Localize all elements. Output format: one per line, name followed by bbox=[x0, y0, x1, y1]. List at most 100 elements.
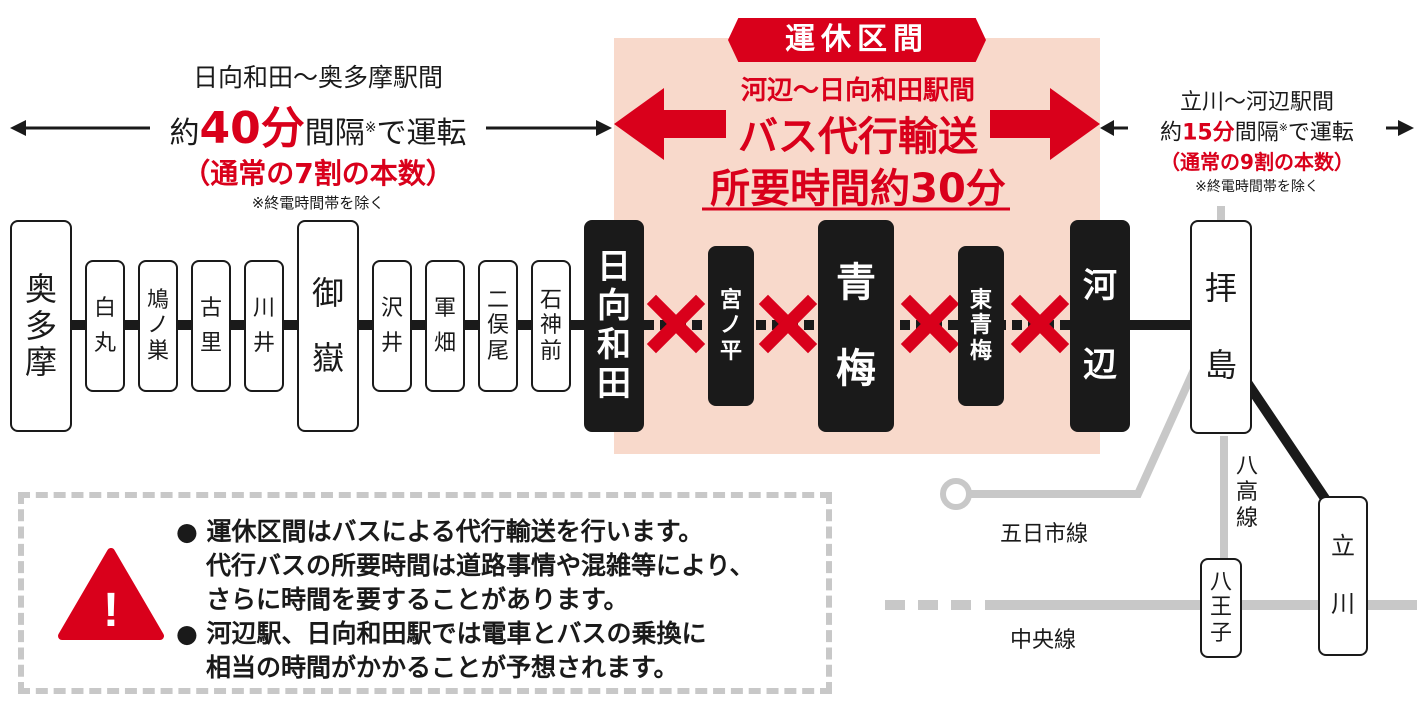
station-char: 鳩 bbox=[146, 288, 169, 314]
x-mark-2 bbox=[758, 294, 818, 354]
station-okutama[interactable]: 奥 多 摩 bbox=[10, 220, 72, 432]
station-char: 奥 bbox=[24, 269, 57, 308]
station-char: 八 bbox=[1209, 570, 1232, 596]
station-char: 丸 bbox=[93, 331, 116, 356]
station-char: 川 bbox=[1331, 590, 1355, 618]
station-char: 古 bbox=[199, 295, 222, 321]
station-higashi-ome[interactable]: 東 青 梅 bbox=[958, 246, 1004, 406]
right-freq-mark: ※ bbox=[1278, 121, 1288, 134]
station-char: 巣 bbox=[146, 338, 169, 364]
left-freq-prefix: 約 bbox=[169, 116, 200, 151]
station-char: 摩 bbox=[24, 343, 57, 382]
station-char: 軍 bbox=[433, 295, 456, 321]
station-char: 辺 bbox=[1083, 345, 1117, 385]
ome-line-to-tachikawa bbox=[1235, 369, 1331, 503]
station-char: 向 bbox=[597, 285, 631, 326]
station-ishigamimae[interactable]: 石 神 前 bbox=[531, 260, 571, 392]
notice-text: 相当の時間がかかることが予想されます。 bbox=[206, 653, 679, 682]
station-char: 二 bbox=[486, 288, 509, 314]
chuo-line-label: 中央線 bbox=[1010, 628, 1077, 653]
notice-item-2-line-2: 相当の時間がかかることが予想されます。 bbox=[206, 648, 679, 684]
station-hatonosu[interactable]: 鳩 ノ 巣 bbox=[138, 260, 178, 392]
station-hinatawada[interactable]: 日 向 和 田 bbox=[584, 220, 644, 432]
notice-text: 代行バスの所要時間は道路事情や混雑等により、 bbox=[206, 551, 755, 580]
x-mark-1 bbox=[646, 294, 706, 354]
notice-text: 河辺駅、日向和田駅では電車とバスの乗換に bbox=[206, 619, 707, 648]
left-arrow-head bbox=[10, 120, 26, 136]
notice-item-1-line-3: さらに時間を要することがあります。 bbox=[206, 580, 629, 616]
notice-bullet: ● bbox=[176, 517, 198, 546]
station-char: 宮 bbox=[719, 288, 742, 314]
right-frequency: 約15分間隔※で運転 bbox=[1128, 112, 1386, 149]
notice-text: さらに時間を要することがあります。 bbox=[206, 585, 629, 614]
station-char: 井 bbox=[252, 331, 275, 356]
station-char: 石 bbox=[539, 288, 562, 314]
label-char: 線 bbox=[1235, 506, 1258, 531]
station-miyanohira[interactable]: 宮 ノ 平 bbox=[708, 246, 754, 406]
station-char: 島 bbox=[1204, 346, 1237, 384]
right-footnote: ※終電時間帯を除く bbox=[1195, 179, 1319, 195]
itsukaichi-terminal-circle bbox=[940, 478, 972, 510]
station-char: 河 bbox=[1083, 265, 1117, 306]
left-route-title: 日向和田〜奥多摩駅間 bbox=[192, 63, 443, 92]
station-char: 沢 bbox=[380, 295, 403, 321]
left-frequency: 約40分間隔※で運転 bbox=[150, 100, 486, 156]
station-char: 田 bbox=[597, 364, 631, 405]
station-kori[interactable]: 古 里 bbox=[191, 260, 231, 392]
station-kawai[interactable]: 川 井 bbox=[244, 260, 284, 392]
left-arrow-head-right bbox=[596, 120, 612, 136]
station-sawai[interactable]: 沢 井 bbox=[372, 260, 412, 392]
x-mark-3 bbox=[900, 294, 960, 354]
station-haijima[interactable]: 拝 島 bbox=[1190, 220, 1252, 434]
warning-icon: ! bbox=[58, 548, 164, 640]
notice-item-2: ● 河辺駅、日向和田駅では電車とバスの乗換に bbox=[176, 614, 707, 650]
left-freq-suffix: 間隔 bbox=[304, 116, 365, 151]
station-char: 東 bbox=[969, 288, 992, 314]
station-mitake[interactable]: 御 嶽 bbox=[297, 220, 359, 432]
station-char: 平 bbox=[719, 338, 742, 364]
station-char: ノ bbox=[719, 313, 742, 339]
station-tachikawa[interactable]: 立 川 bbox=[1318, 496, 1368, 656]
warning-symbol: ! bbox=[103, 584, 119, 637]
station-char: 多 bbox=[24, 306, 57, 345]
travel-time-label: 所要時間約30分 bbox=[710, 166, 1006, 212]
label-char: 八 bbox=[1235, 454, 1258, 479]
station-char: 嶽 bbox=[311, 339, 344, 377]
station-char: 尾 bbox=[486, 338, 509, 364]
station-char: 御 bbox=[311, 274, 344, 313]
station-char: 青 bbox=[836, 260, 876, 306]
station-shiromaru[interactable]: 白 丸 bbox=[85, 260, 125, 392]
station-char: 王 bbox=[1209, 595, 1232, 621]
left-freq-value: 40分 bbox=[199, 103, 305, 154]
station-char: 井 bbox=[380, 331, 403, 356]
left-ratio: （通常の7割の本数） bbox=[182, 157, 454, 190]
station-ome[interactable]: 青 梅 bbox=[818, 220, 894, 432]
left-footnote: ※終電時間帯を除く bbox=[251, 194, 385, 212]
station-kabe[interactable]: 河 辺 bbox=[1070, 220, 1130, 432]
bus-replacement-label: バス代行輸送 bbox=[738, 114, 978, 160]
station-ikusabata[interactable]: 軍 畑 bbox=[425, 260, 465, 392]
station-char: 日 bbox=[597, 246, 631, 287]
station-hachioji[interactable]: 八 王 子 bbox=[1200, 558, 1242, 658]
hachiko-line-label: 八 高 線 bbox=[1232, 454, 1262, 532]
station-char: 梅 bbox=[836, 346, 876, 392]
chuo-line-dashes bbox=[885, 600, 971, 610]
station-char: ノ bbox=[146, 313, 169, 339]
notice-bullet: ● bbox=[176, 619, 198, 648]
itsukaichi-line-label: 五日市線 bbox=[1000, 522, 1089, 547]
bus-arrow-left bbox=[614, 88, 726, 160]
station-futamatao[interactable]: 二 俣 尾 bbox=[478, 260, 518, 392]
left-freq-mark: ※ bbox=[364, 120, 377, 136]
suspended-section-tag: 運休区間 bbox=[728, 18, 986, 62]
notice-item-1: ● 運休区間はバスによる代行輸送を行います。 bbox=[176, 512, 703, 548]
suspension-route: 河辺〜日向和田駅間 bbox=[740, 76, 975, 106]
notice-text: 運休区間はバスによる代行輸送を行います。 bbox=[206, 517, 704, 546]
bus-arrow-right bbox=[990, 88, 1100, 160]
station-char: 俣 bbox=[486, 313, 509, 339]
station-char: 青 bbox=[969, 313, 992, 339]
station-char: 拝 bbox=[1204, 269, 1237, 308]
right-freq-prefix: 約 bbox=[1160, 120, 1183, 146]
right-freq-tail: で運転 bbox=[1287, 120, 1354, 146]
station-char: 梅 bbox=[969, 338, 992, 364]
right-freq-value: 15分 bbox=[1182, 120, 1235, 146]
